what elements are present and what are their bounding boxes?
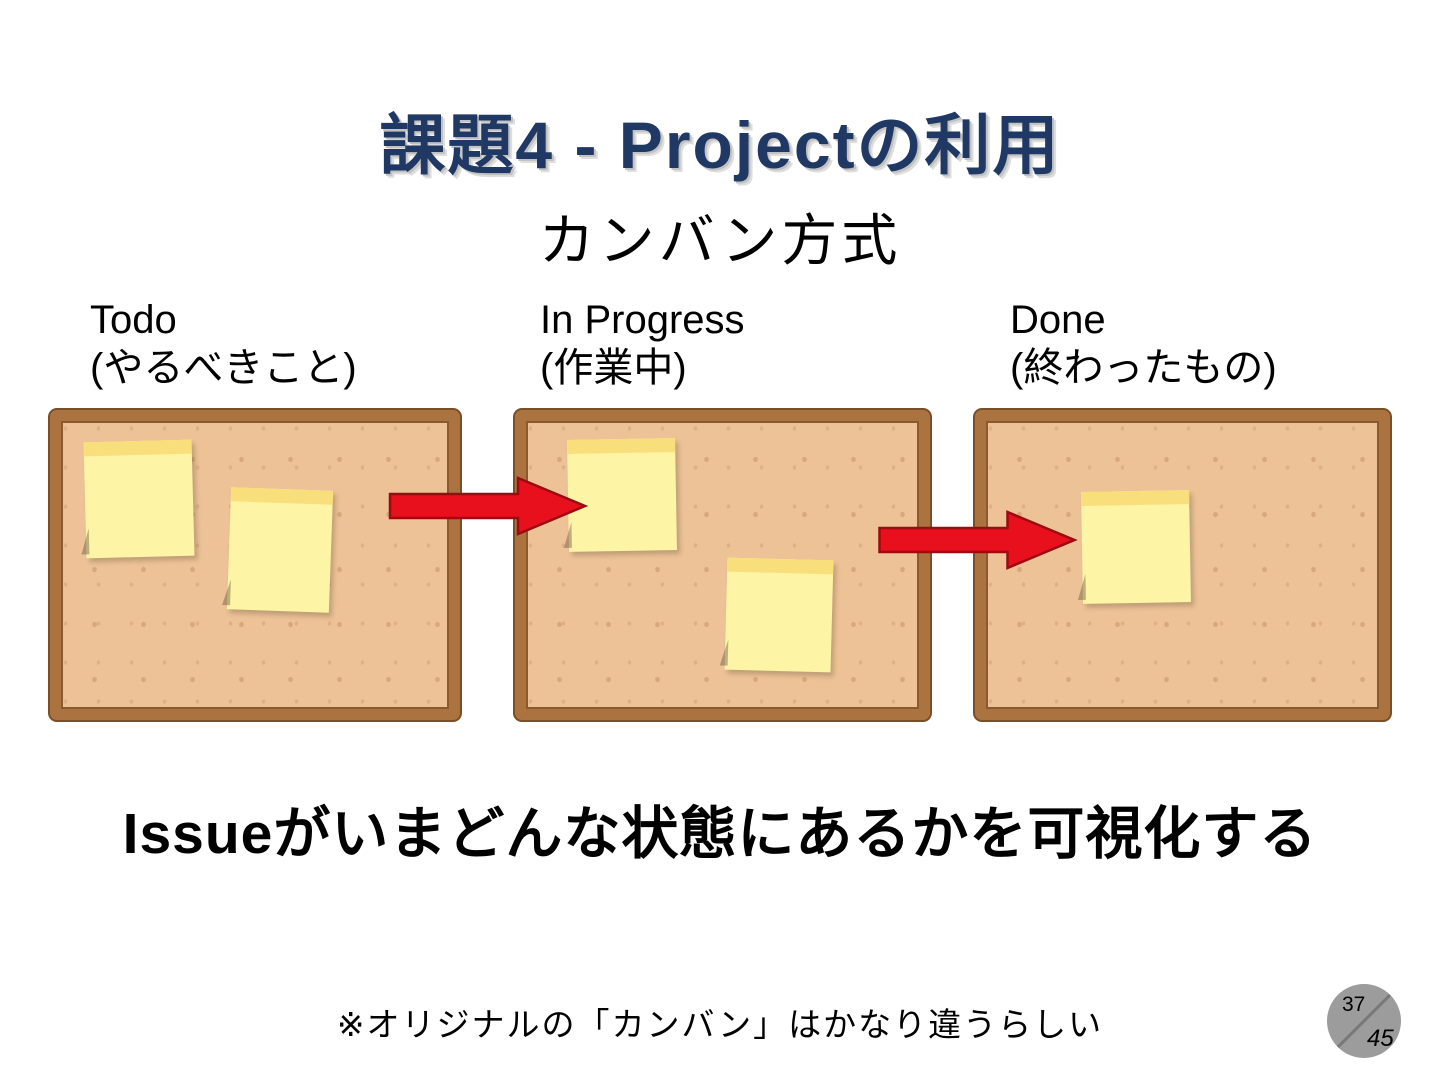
sticky-note bbox=[226, 487, 334, 613]
column-label-in-progress: In Progress (作業中) bbox=[540, 296, 745, 392]
column-in-progress-subtitle: (作業中) bbox=[540, 346, 687, 390]
column-todo-title: Todo bbox=[90, 298, 177, 342]
sticky-note bbox=[724, 557, 834, 673]
page-total: 45 bbox=[1367, 1025, 1394, 1052]
caption-text: Issueがいまどんな状態にあるかを可視化する bbox=[122, 802, 1318, 866]
column-done-subtitle: (終わったもの) bbox=[1010, 346, 1277, 390]
page-number-badge: 37 45 bbox=[1327, 984, 1401, 1058]
column-done-title: Done bbox=[1010, 298, 1106, 342]
column-in-progress-title: In Progress bbox=[540, 298, 745, 342]
arrow-todo-to-in-progress-icon bbox=[388, 476, 588, 536]
column-label-todo: Todo (やるべきこと) bbox=[90, 296, 357, 392]
column-todo-subtitle: (やるべきこと) bbox=[90, 346, 357, 390]
kanban-board-done bbox=[975, 410, 1390, 720]
sticky-note bbox=[1081, 490, 1191, 604]
sticky-note bbox=[83, 439, 195, 559]
kanban-board-in-progress bbox=[515, 410, 930, 720]
arrow-in-progress-to-done-icon bbox=[878, 510, 1078, 570]
footnote-text: ※オリジナルの「カンバン」はかなり違うらしい bbox=[336, 1006, 1104, 1043]
kanban-board-todo bbox=[50, 410, 460, 720]
slide-title: 課題4 - Projectの利用 bbox=[379, 108, 1061, 183]
kanban-subtitle: カンバン方式 bbox=[538, 209, 902, 272]
page-current: 37 bbox=[1342, 993, 1365, 1016]
column-label-done: Done (終わったもの) bbox=[1010, 296, 1277, 392]
